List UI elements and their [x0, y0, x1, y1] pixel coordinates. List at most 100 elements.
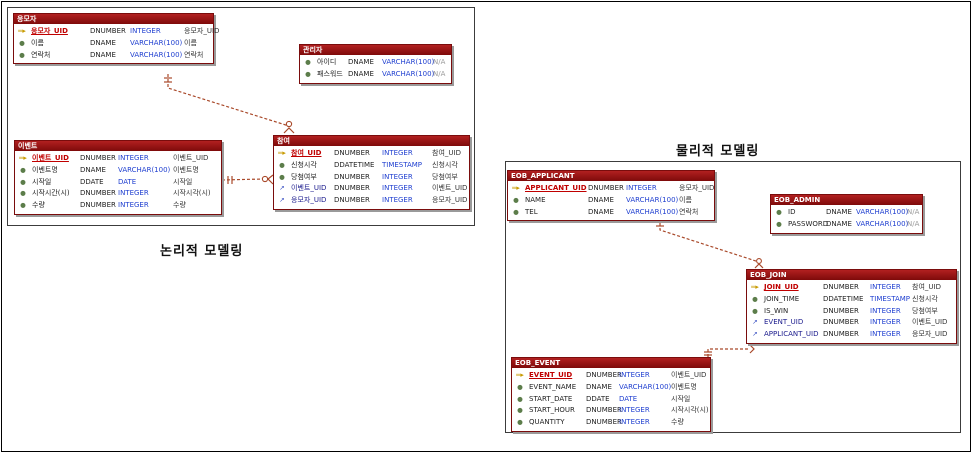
attribute-icon: ● — [517, 382, 523, 391]
column-comment: 수량 — [671, 418, 684, 427]
column-domain: DNUMBER — [586, 371, 622, 379]
column-domain: DNUMBER — [334, 184, 370, 193]
column-type: INTEGER — [870, 306, 901, 315]
pk-key-icon: ═▸ — [18, 27, 26, 35]
column-name: 신청시각 — [291, 160, 317, 169]
column-comment: 이벤트명 — [671, 382, 697, 391]
column-comment: 연락처 — [679, 207, 699, 216]
pk-key-icon: ═▸ — [278, 149, 286, 157]
entity-join-physical[interactable]: EOB_JOIN ═▸ JOIN_UID DNUMBER INTEGER 참여_UID ●… — [746, 269, 957, 344]
entity-title: 관리자 — [300, 45, 451, 55]
column-name: START_DATE — [529, 394, 573, 403]
column-type: VARCHAR(100) — [130, 50, 183, 59]
column-type: INTEGER — [626, 184, 657, 192]
column-domain: DNAME — [348, 58, 374, 66]
attribute-icon: ● — [279, 160, 285, 169]
column-name: ID — [788, 208, 796, 216]
column-comment: 이벤트명 — [173, 165, 199, 174]
column-comment: 수량 — [173, 201, 186, 210]
column-domain: DNUMBER — [80, 201, 116, 210]
column-name: JOIN_TIME — [764, 294, 800, 303]
column-type: VARCHAR(100) — [382, 58, 435, 66]
column-comment: 시작시각(시) — [173, 189, 211, 198]
column-type: INTEGER — [619, 371, 650, 379]
column-comment: 시작일 — [173, 177, 193, 186]
fk-link-icon: ↗ — [279, 184, 285, 193]
column-domain: DNUMBER — [90, 27, 126, 35]
column-comment: 이벤트_UID — [671, 371, 707, 379]
column-type: INTEGER — [382, 196, 413, 205]
entity-title: EOB_JOIN — [747, 270, 956, 280]
column-comment: 응모자_UID — [184, 27, 220, 35]
pk-key-icon: ═▸ — [19, 154, 27, 162]
column-name: NAME — [525, 195, 546, 204]
column-domain: DNUMBER — [823, 318, 859, 327]
attribute-icon: ● — [20, 165, 26, 174]
column-name: JOIN_UID — [764, 283, 799, 291]
pk-key-icon: ═▸ — [751, 283, 759, 291]
column-name: APPLICANT_UID — [525, 184, 587, 192]
column-type: VARCHAR(100) — [626, 195, 679, 204]
column-comment: N/A — [907, 208, 920, 216]
attribute-icon: ● — [20, 177, 26, 186]
column-comment: 당첨여부 — [432, 172, 458, 181]
column-domain: DNUMBER — [586, 418, 622, 427]
column-name: 시작시간(시) — [32, 189, 70, 198]
attribute-icon: ● — [20, 189, 26, 198]
column-comment: 응모자_UID — [679, 184, 715, 192]
column-name: 이벤트_UID — [32, 154, 69, 162]
column-name: EVENT_NAME — [529, 382, 577, 391]
column-name: EVENT_UID — [764, 318, 804, 327]
column-comment: 참여_UID — [912, 283, 941, 291]
column-domain: DNUMBER — [586, 406, 622, 415]
column-name: 아이디 — [317, 58, 337, 66]
column-name: APPLICANT_UID — [764, 330, 819, 339]
column-type: VARCHAR(100) — [619, 382, 672, 391]
column-name: 당첨여부 — [291, 172, 317, 181]
column-domain: DNUMBER — [80, 189, 116, 198]
column-domain: DNUMBER — [823, 283, 859, 291]
column-type: VARCHAR(100) — [382, 69, 435, 78]
column-comment: 이벤트_UID — [432, 184, 468, 193]
